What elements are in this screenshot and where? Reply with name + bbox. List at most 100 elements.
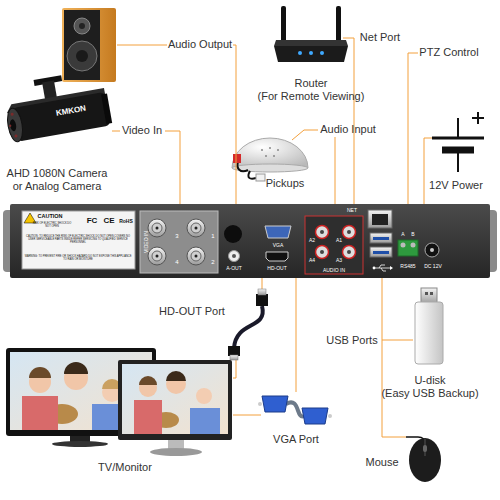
photo-hair <box>166 371 186 381</box>
device-label: U-disk <box>414 374 445 387</box>
bnc-connector-inner <box>191 223 201 233</box>
bnc-connector <box>187 219 205 237</box>
pickup-hole <box>277 149 279 151</box>
port-label: DC 12V <box>424 263 442 269</box>
router-antenna <box>281 6 286 44</box>
leader-line <box>382 255 406 437</box>
callout-label: Audio Output <box>168 38 232 51</box>
vga-plug <box>302 408 328 424</box>
device-label: Router <box>294 77 327 90</box>
usb-port <box>370 247 392 257</box>
camera <box>1 68 113 143</box>
rca-jack-center <box>320 230 324 234</box>
callout-label: Video In <box>122 124 162 137</box>
pin-label: B <box>411 231 414 237</box>
rca-plug-red <box>233 154 241 163</box>
pickup-hole <box>261 149 263 151</box>
cert-mark: RoHS <box>119 218 133 224</box>
camera-ir-led <box>10 113 13 116</box>
router-led <box>320 51 324 55</box>
leader-line <box>292 130 318 140</box>
ptz-terminal <box>398 240 418 256</box>
leader-line <box>112 131 120 132</box>
caution-label <box>22 211 135 269</box>
channel-label: A1 <box>336 237 342 243</box>
bnc-pin <box>195 255 198 258</box>
power-plate-short <box>442 147 474 154</box>
rca-jack <box>343 226 356 239</box>
pin-label: A <box>401 231 404 237</box>
round-port <box>224 225 242 243</box>
bnc-connector-inner <box>191 251 201 261</box>
device-label: (For Remote Viewing) <box>258 90 365 103</box>
photo-shirt <box>22 396 58 430</box>
rca-jack-center <box>347 250 351 254</box>
warning-triangle <box>24 213 36 223</box>
router-led <box>298 51 302 55</box>
photo-shirt <box>190 408 220 434</box>
callout-label: USB Ports <box>326 334 377 347</box>
device-label: AHD 1080N Camera or Analog Camera <box>4 167 110 193</box>
bnc-connector-inner <box>152 251 162 261</box>
usb-symbol <box>375 268 390 269</box>
photo-shirt <box>134 400 162 434</box>
device-label: Pickups <box>266 177 305 190</box>
bnc-pin <box>156 255 159 258</box>
rca-jack <box>343 246 356 259</box>
device-label: (Easy USB Backup) <box>381 387 478 400</box>
dvr-back-panel <box>10 204 490 278</box>
port-label: A-OUT <box>226 265 242 271</box>
usb-symbol <box>373 267 376 270</box>
warning-text: CAUTION: TO REDUCE THE RISK OF ELECTRIC … <box>24 235 132 244</box>
rca-jack <box>316 246 329 259</box>
camera-back-cap <box>101 94 112 125</box>
bnc-pin <box>156 227 159 230</box>
monitor-frame <box>118 360 232 440</box>
leader-line <box>233 415 261 416</box>
vga-screw <box>258 402 262 406</box>
router-antenna <box>336 6 341 44</box>
photo-face <box>196 388 212 404</box>
cert-mark: CE <box>103 216 114 226</box>
cert-mark: FC <box>87 216 98 226</box>
hdmi-connector <box>266 252 288 261</box>
rca-jack-center <box>232 254 236 258</box>
channel-number: 1 <box>211 233 214 240</box>
speaker-woofer <box>67 41 97 71</box>
photo-hair <box>29 367 51 378</box>
pickup-cable <box>248 171 256 179</box>
tv-base <box>52 441 108 447</box>
camera-body <box>12 92 110 142</box>
bnc-connector <box>187 247 205 265</box>
bnc-connector <box>148 219 166 237</box>
channel-label: A2 <box>309 237 315 243</box>
audio-in-block <box>305 216 363 274</box>
camera-front-ring <box>5 107 25 143</box>
leader-lines <box>112 38 432 437</box>
power-lead <box>457 118 459 138</box>
usb-symbol <box>379 265 385 268</box>
channel-label: A3 <box>336 257 342 263</box>
rca-jack <box>316 226 329 239</box>
router-body <box>274 46 348 62</box>
ethernet-port <box>368 210 392 228</box>
camera-lens <box>9 119 17 132</box>
speaker-woofer-center <box>76 50 88 62</box>
pickup-hole <box>269 147 271 149</box>
pickup-hole <box>265 155 267 157</box>
leader-line <box>165 131 180 214</box>
camera-ir-led <box>14 134 17 137</box>
device-label: Mouse <box>365 456 398 469</box>
usb-stick-hole <box>425 292 428 295</box>
callout-label: HD-OUT Port <box>159 305 225 318</box>
photo-hair <box>64 362 88 374</box>
mouse-wheel <box>423 445 427 452</box>
brand-mark: KMKON <box>55 104 86 119</box>
hdmi-cable <box>234 306 263 348</box>
power-plate-long <box>432 137 484 140</box>
usb-port-tongue <box>373 251 389 254</box>
callout-label: Audio Input <box>320 123 376 136</box>
hdmi-plug <box>256 294 268 306</box>
